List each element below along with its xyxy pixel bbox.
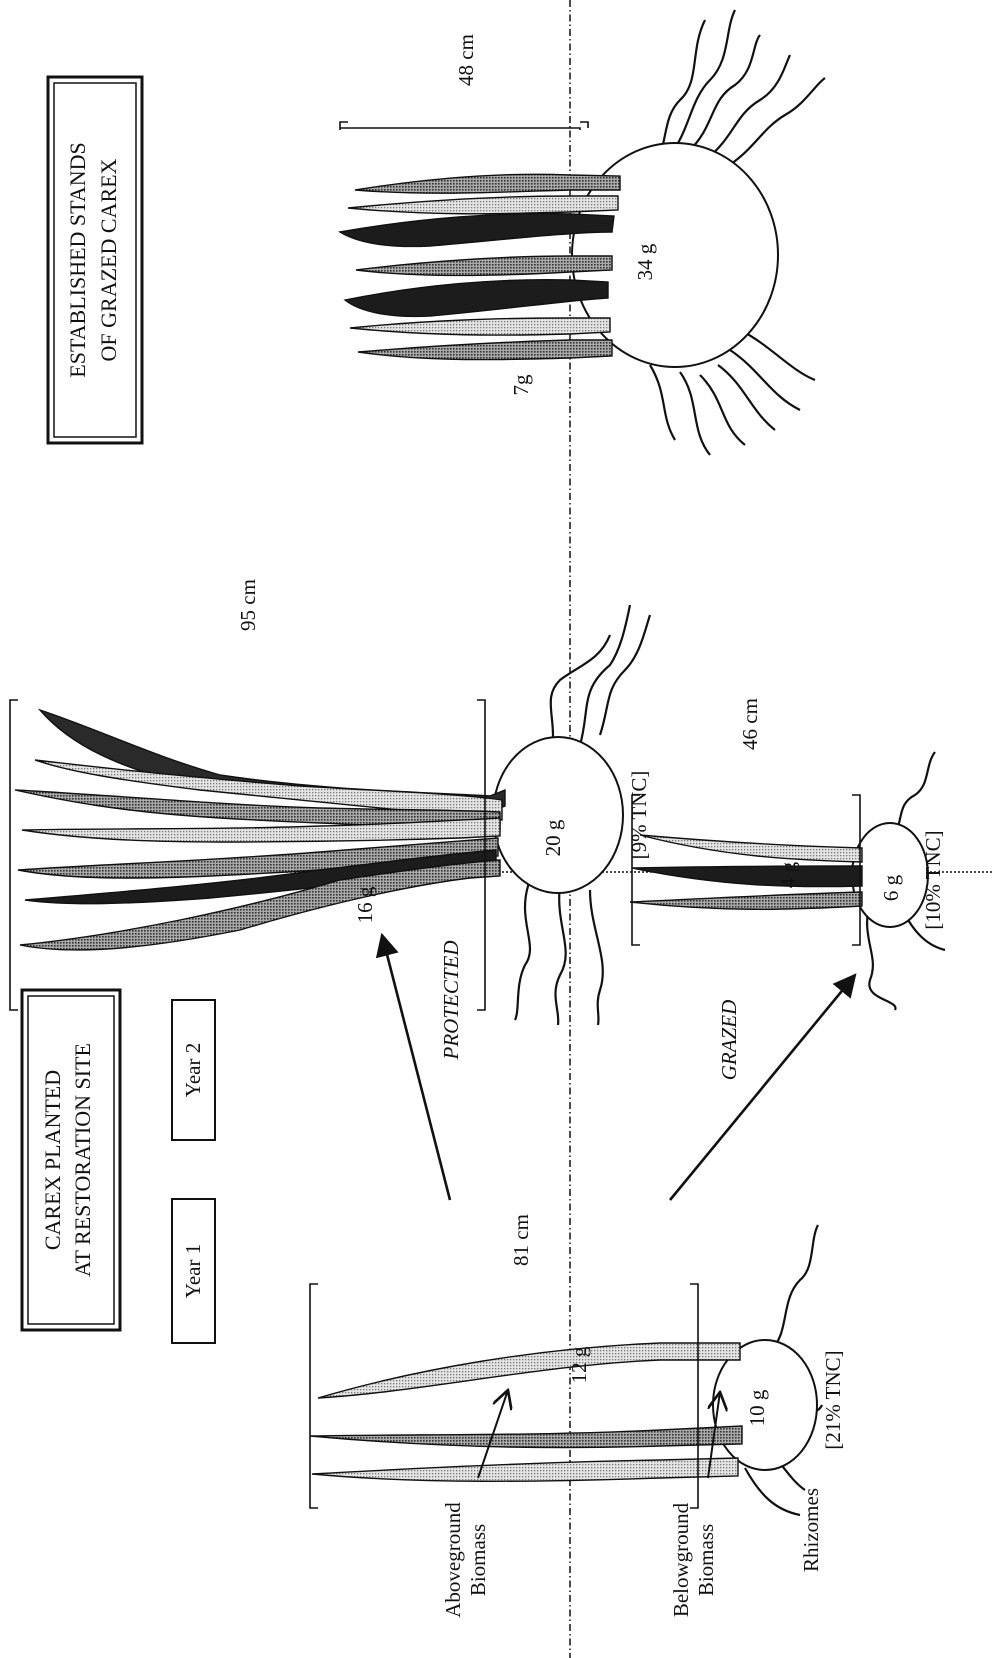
legend-belowground-line1: Belowground (669, 1502, 693, 1617)
established-height-label: 48 cm (454, 34, 478, 86)
year1-aboveground-mass: 12 g (567, 1346, 591, 1383)
established-leaves (340, 174, 620, 359)
year1-tnc-label: [21% TNC] (821, 1350, 845, 1449)
legend-aboveground-line1: Aboveground (441, 1502, 465, 1618)
protected-leaves (15, 710, 505, 950)
grazed-tnc-label: [10% TNC] (921, 830, 945, 929)
established-title-line2: OF GRAZED CAREX (96, 158, 121, 361)
year1-height-label: 81 cm (509, 1214, 533, 1266)
protected-tnc-label: [9% TNC] (627, 771, 651, 860)
grazed-aboveground-mass: 4 g (776, 861, 800, 888)
year1-belowground-mass: 10 g (745, 1389, 769, 1426)
established-height-bracket (340, 122, 588, 130)
grazed-height-label: 46 cm (738, 698, 762, 750)
protected-belowground-bulb (493, 737, 623, 893)
year-2-label: Year 2 (181, 1043, 205, 1097)
protected-height-label: 95 cm (236, 579, 260, 631)
established-aboveground-mass: 7g (509, 374, 533, 396)
protected-plant (10, 605, 650, 1025)
protected-aboveground-mass: 16 g (353, 886, 377, 923)
grazed-belowground-mass: 6 g (879, 874, 903, 901)
protected-belowground-mass: 20 g (541, 819, 565, 856)
year-1-label-box: Year 1 (172, 1199, 215, 1343)
established-belowground-mass: 34 g (633, 243, 657, 280)
legend-aboveground-line2: Biomass (466, 1524, 490, 1596)
established-plant (340, 10, 825, 455)
legend-belowground-line2: Biomass (694, 1524, 718, 1596)
established-title-line1: ESTABLISHED STANDS (65, 142, 90, 377)
restoration-title-line1: CAREX PLANTED (40, 1070, 65, 1250)
legend-rhizomes: Rhizomes (799, 1488, 823, 1572)
year1-leaves (310, 1343, 742, 1481)
year-1-label: Year 1 (181, 1244, 205, 1298)
established-stands-title-box: ESTABLISHED STANDS OF GRAZED CAREX (48, 77, 142, 443)
grazed-leaves (630, 835, 862, 909)
restoration-title-line2: AT RESTORATION SITE (70, 1043, 95, 1277)
protected-treatment-label: PROTECTED (439, 940, 463, 1060)
restoration-site-title-box: CAREX PLANTED AT RESTORATION SITE (22, 990, 120, 1330)
year1-plant (310, 1225, 822, 1515)
year-2-label-box: Year 2 (172, 1000, 215, 1140)
grazed-arrow (670, 975, 855, 1200)
grazed-treatment-label: GRAZED (717, 1000, 741, 1081)
